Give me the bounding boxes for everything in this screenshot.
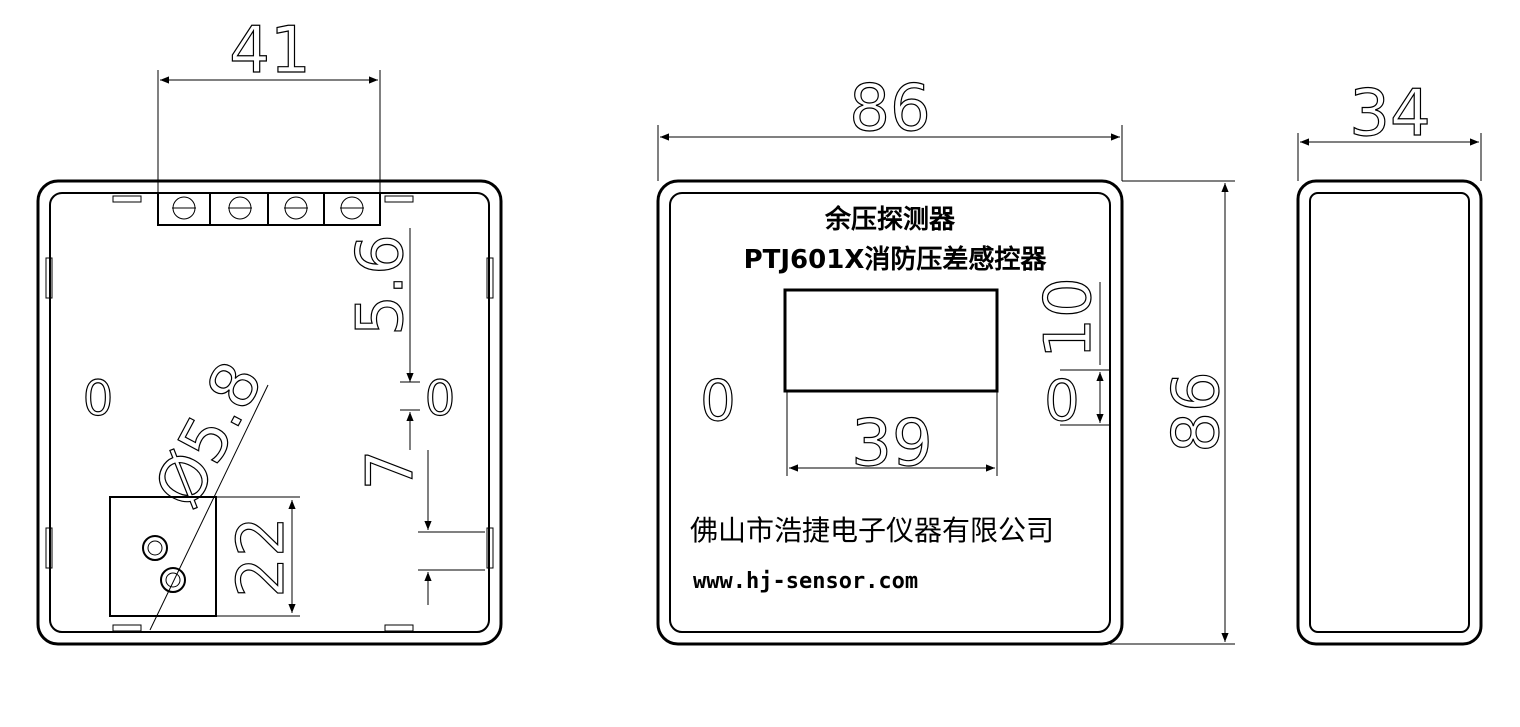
back-hole-right-mark: 0 xyxy=(425,371,456,427)
dim-hole-spacing-bottom: 7 xyxy=(354,450,428,491)
terminal-block xyxy=(157,192,381,226)
back-hole-left-mark: 0 xyxy=(83,371,114,427)
dim-window-offset: 10 xyxy=(1032,277,1106,358)
product-name-line1: 余压探测器 xyxy=(824,204,956,235)
dim-front-width: 86 xyxy=(849,72,930,146)
product-name-line2: PTJ601X消防压差感控器 xyxy=(744,244,1048,275)
dim-side-width: 34 xyxy=(1349,77,1430,151)
front-hole-right-mark: 0 xyxy=(1044,369,1080,434)
side-view: 34 xyxy=(1296,76,1483,646)
back-view: 41 0 0 5.6 7 Ø5.8 22 xyxy=(36,13,503,646)
side-outer-frame xyxy=(1296,179,1483,646)
display-window xyxy=(783,288,999,393)
side-inner-frame xyxy=(1309,192,1470,633)
front-view: 86 86 余压探测器 PTJ601X消防压差感控器 39 10 0 0 佛山市… xyxy=(656,71,1235,646)
dim-port-spacing: 22 xyxy=(225,516,299,597)
company-name: 佛山市浩捷电子仪器有限公司 xyxy=(690,514,1054,547)
terminal-screw xyxy=(172,196,364,220)
pressure-port-lower xyxy=(160,567,186,593)
front-hole-left-mark: 0 xyxy=(700,369,736,434)
dim-hole-spacing-top: 5.6 xyxy=(344,234,418,336)
dim-window-width: 39 xyxy=(851,407,932,481)
front-inner-frame xyxy=(669,192,1111,633)
dim-front-height: 86 xyxy=(1160,371,1234,452)
dim-port-diameter: Ø5.8 xyxy=(141,351,278,520)
pressure-port-upper xyxy=(142,535,168,561)
back-outer-frame xyxy=(36,179,503,646)
pressure-port-block xyxy=(109,496,217,617)
dim-back-width: 41 xyxy=(229,14,310,88)
website-url: www.hj-sensor.com xyxy=(693,569,918,594)
front-outer-frame xyxy=(656,179,1124,646)
